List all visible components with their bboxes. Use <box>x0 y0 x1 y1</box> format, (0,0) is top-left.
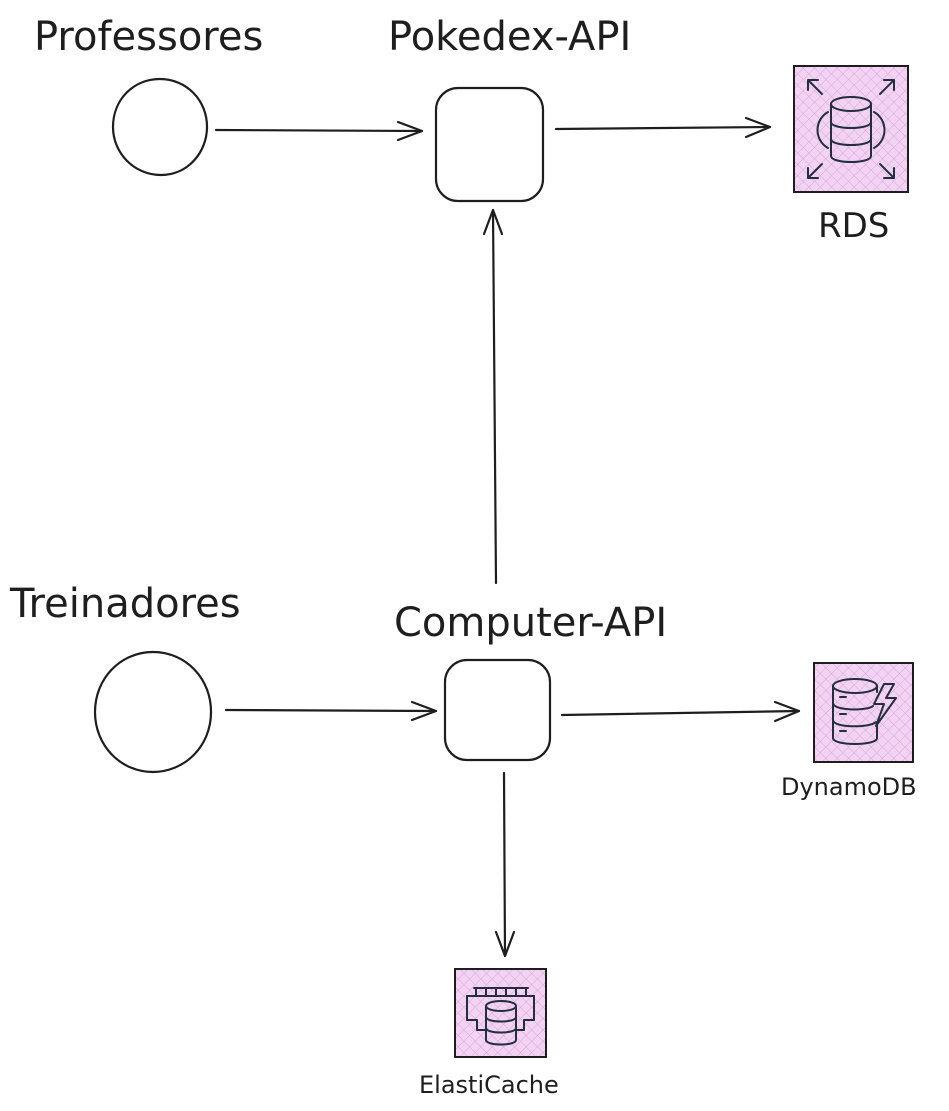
arrow-treinadores-to-computer <box>224 700 438 722</box>
rds-label: RDS <box>818 206 889 246</box>
pokedex-api-node[interactable] <box>434 86 545 203</box>
elasticache-label: ElastiCache <box>419 1071 559 1099</box>
rds-icon[interactable] <box>793 65 909 193</box>
arrow-professores-to-pokedex <box>214 120 424 142</box>
computer-api-label: Computer-API <box>394 600 667 646</box>
dynamodb-label: DynamoDB <box>781 773 917 801</box>
arrow-computer-to-pokedex <box>482 208 504 585</box>
elasticache-icon[interactable] <box>454 968 547 1058</box>
arrow-computer-to-dynamodb <box>560 700 801 723</box>
treinadores-label: Treinadores <box>9 581 241 627</box>
professores-actor[interactable] <box>111 77 209 177</box>
professores-label: Professores <box>34 14 263 60</box>
pokedex-api-label: Pokedex-API <box>388 14 631 60</box>
dynamodb-icon[interactable] <box>813 662 914 763</box>
treinadores-actor[interactable] <box>93 650 213 774</box>
arrow-computer-to-elasticache <box>494 771 516 958</box>
computer-api-node[interactable] <box>443 658 552 762</box>
arrow-pokedex-to-rds <box>554 116 772 139</box>
